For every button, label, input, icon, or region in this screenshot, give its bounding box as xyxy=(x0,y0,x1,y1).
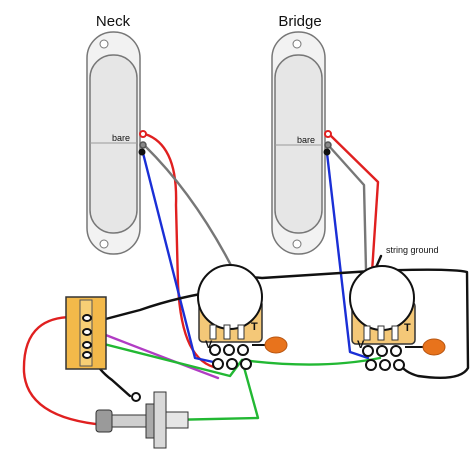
switch-lug-4 xyxy=(82,351,92,359)
string-ground-label: string ground xyxy=(386,245,439,255)
neck-black-terminal xyxy=(138,148,146,156)
pot2-knob xyxy=(349,265,415,331)
pot2-lug-a xyxy=(363,325,371,341)
bridge-title: Bridge xyxy=(278,13,321,30)
pot1-tone-label: T xyxy=(251,321,258,333)
pot1-knob xyxy=(197,264,263,330)
bridge-green-wire xyxy=(240,356,382,366)
switch-purple-wire xyxy=(96,330,220,380)
pot1-lug-b xyxy=(223,324,231,340)
neck-bare-label: bare xyxy=(112,133,130,143)
bridge-pickup-cover xyxy=(274,54,323,234)
pot2-terminal-6 xyxy=(393,359,405,371)
bridge-mount-hole-bottom xyxy=(292,239,302,249)
pot2-terminal-3 xyxy=(390,345,402,357)
bridge-bare-label: bare xyxy=(297,135,315,145)
pot2-lug-b xyxy=(377,325,385,341)
bridge-red-wire xyxy=(327,132,380,274)
bridge-pickup: bare xyxy=(271,31,326,255)
bridge-bare-terminal xyxy=(324,141,332,149)
pot1-terminal-5 xyxy=(226,358,238,370)
switch-lug-2 xyxy=(82,328,92,336)
neck-mount-hole-bottom xyxy=(99,239,109,249)
bridge-hot-terminal xyxy=(324,130,332,138)
bridge-black-terminal xyxy=(323,148,331,156)
switch-lug-1 xyxy=(82,314,92,322)
pot1-terminal-2 xyxy=(223,344,235,356)
neck-title: Neck xyxy=(96,13,131,30)
neck-mount-hole-top xyxy=(99,39,109,49)
pot2-capacitor xyxy=(422,338,446,356)
neck-bare-terminal xyxy=(139,141,147,149)
pot1-capacitor xyxy=(264,336,288,354)
pot1-terminal-3 xyxy=(237,344,249,356)
switch-green-wire xyxy=(94,340,244,378)
switch-red-jumper-wire xyxy=(22,315,152,428)
neck-pot-assembly: V T xyxy=(197,264,288,370)
jack-tip-lug xyxy=(131,392,141,402)
pot1-volume-label: V xyxy=(205,339,213,351)
output-jack xyxy=(95,391,189,449)
switch-lug-3 xyxy=(82,341,92,349)
pot2-terminal-2 xyxy=(376,345,388,357)
jack-plug-tip xyxy=(95,409,113,433)
neck-hot-terminal xyxy=(139,130,147,138)
jack-frame xyxy=(153,391,167,449)
jack-nut xyxy=(145,403,155,439)
pot1-lug-a xyxy=(209,324,217,340)
bridge-blue-wire xyxy=(325,151,370,360)
pickup-selector-switch xyxy=(65,296,107,370)
pot2-terminal-4 xyxy=(365,359,377,371)
pot1-lug-c xyxy=(237,324,245,340)
pot1-terminal-1 xyxy=(209,344,221,356)
bridge-pot-assembly: V T xyxy=(349,265,446,371)
neck-pickup-cover xyxy=(89,54,138,234)
jack-barrel xyxy=(111,414,149,428)
pot2-lug-c xyxy=(391,325,399,341)
pot2-volume-label: V xyxy=(357,339,365,351)
neck-pickup: bare xyxy=(86,31,141,255)
pot2-terminal-1 xyxy=(362,345,374,357)
pot1-terminal-4 xyxy=(212,358,224,370)
bridge-mount-hole-top xyxy=(292,39,302,49)
jack-sleeve xyxy=(165,411,189,429)
pot1-terminal-6 xyxy=(240,358,252,370)
pot2-tone-label: T xyxy=(404,322,411,334)
bridge-gray-wire xyxy=(327,144,368,272)
neck-blue-wire xyxy=(141,151,220,365)
output-green-wire xyxy=(166,358,260,422)
pot2-terminal-5 xyxy=(379,359,391,371)
